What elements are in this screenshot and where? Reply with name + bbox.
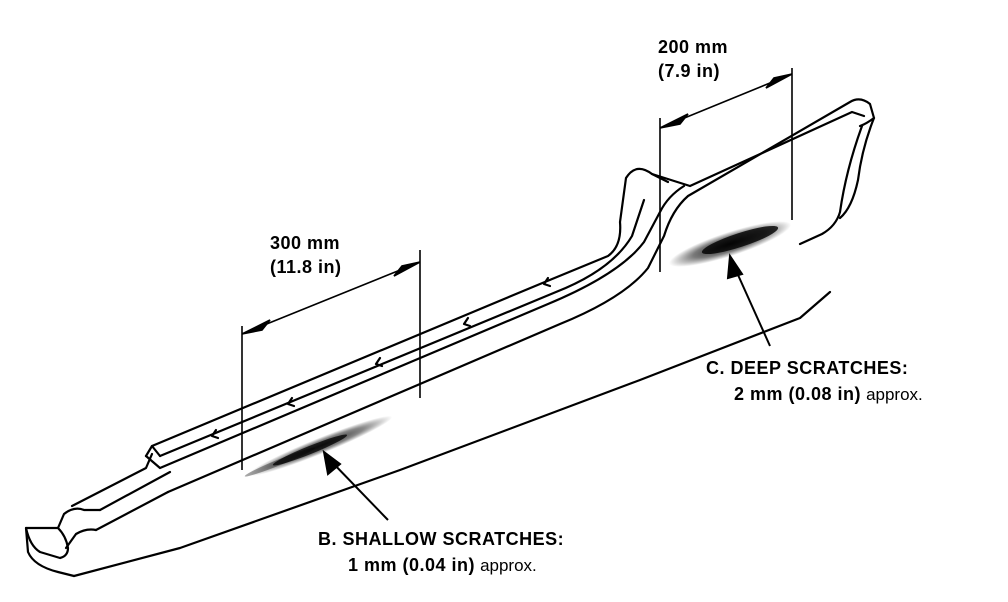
dimension-200mm-inch-label: (7.9 in) xyxy=(658,61,721,81)
shallow-scratch-area xyxy=(244,415,393,477)
deep-scratch-arrow xyxy=(726,253,771,347)
shallow-scratches-approx: approx. xyxy=(480,556,537,575)
dimension-200mm xyxy=(659,68,793,272)
dimension-200mm-label: 200 mm xyxy=(658,37,729,57)
deep-scratches-depth-value: 2 mm (0.08 in) xyxy=(734,384,862,404)
deep-scratches-approx: approx. xyxy=(866,385,923,404)
shallow-scratches-title: B. SHALLOW SCRATCHES: xyxy=(318,529,565,549)
shallow-scratch-arrow xyxy=(322,449,389,521)
shallow-scratches-depth-value: 1 mm (0.04 in) xyxy=(348,555,476,575)
shallow-scratches-depth: 1 mm (0.04 in) approx. xyxy=(348,554,537,577)
deep-scratches-depth: 2 mm (0.08 in) approx. xyxy=(734,383,923,406)
side-sill-outline xyxy=(24,98,876,578)
dimension-300mm-inch-label: (11.8 in) xyxy=(270,257,342,277)
dimension-300mm xyxy=(241,250,421,470)
deep-scratches-title: C. DEEP SCRATCHES: xyxy=(706,358,909,378)
deep-scratch-area xyxy=(669,221,791,267)
dimension-300mm-label: 300 mm xyxy=(270,233,341,253)
